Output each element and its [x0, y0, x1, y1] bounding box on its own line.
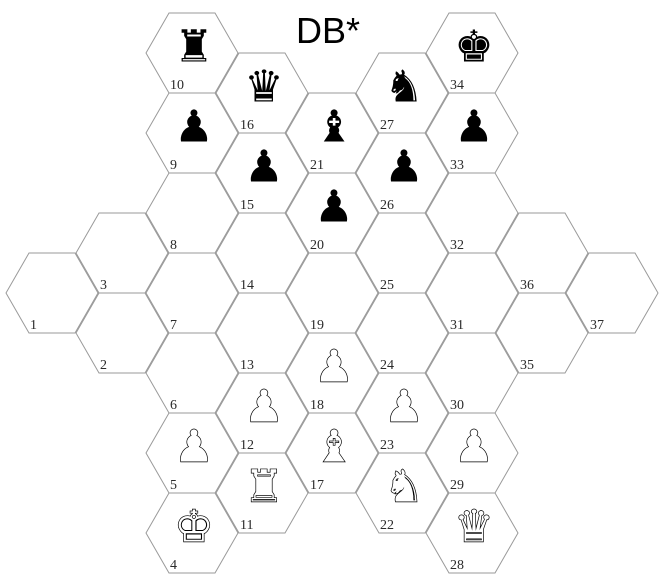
- white-pawn-icon[interactable]: ♟: [314, 342, 353, 393]
- white-pawn-icon[interactable]: ♟: [174, 422, 213, 473]
- cell-number-label: 24: [380, 358, 394, 373]
- cell-number-label: 6: [170, 398, 177, 413]
- white-pawn-icon[interactable]: ♟: [244, 382, 283, 433]
- cell-number-label: 26: [380, 198, 394, 213]
- cell-number-label: 28: [450, 558, 464, 573]
- white-knight-icon[interactable]: ♞: [384, 462, 423, 513]
- cell-number-label: 13: [240, 358, 254, 373]
- black-rook-icon[interactable]: ♜: [174, 22, 213, 73]
- white-king-icon[interactable]: ♚: [174, 502, 213, 553]
- cell-number-label: 2: [100, 358, 107, 373]
- cell-number-label: 27: [380, 118, 394, 133]
- cell-number-label: 14: [240, 278, 254, 293]
- cell-number-label: 25: [380, 278, 394, 293]
- black-pawn-icon[interactable]: ♟: [244, 142, 283, 193]
- cell-number-label: 18: [310, 398, 324, 413]
- cell-number-label: 4: [170, 558, 177, 573]
- white-pawn-icon[interactable]: ♟: [454, 422, 493, 473]
- cell-number-label: 33: [450, 158, 464, 173]
- cell-number-label: 21: [310, 158, 324, 173]
- cell-number-label: 3: [100, 278, 107, 293]
- cell-number-label: 12: [240, 438, 254, 453]
- black-pawn-icon[interactable]: ♟: [174, 102, 213, 153]
- cell-number-label: 30: [450, 398, 464, 413]
- cell-number-label: 20: [310, 238, 324, 253]
- cell-number-label: 34: [450, 78, 464, 93]
- cell-number-label: 11: [240, 518, 253, 533]
- white-bishop-icon[interactable]: ♝: [314, 422, 353, 473]
- cell-number-label: 22: [380, 518, 394, 533]
- cell-number-label: 35: [520, 358, 534, 373]
- cell-number-label: 1: [30, 318, 37, 333]
- cell-number-label: 9: [170, 158, 177, 173]
- black-pawn-icon[interactable]: ♟: [314, 182, 353, 233]
- cell-number-label: 31: [450, 318, 464, 333]
- white-rook-icon[interactable]: ♜: [244, 462, 283, 513]
- black-knight-icon[interactable]: ♞: [384, 62, 423, 113]
- black-king-icon[interactable]: ♚: [454, 22, 493, 73]
- cell-number-label: 15: [240, 198, 254, 213]
- cell-number-label: 23: [380, 438, 394, 453]
- cell-number-label: 32: [450, 238, 464, 253]
- cell-number-label: 17: [310, 478, 324, 493]
- cell-number-label: 5: [170, 478, 177, 493]
- black-pawn-icon[interactable]: ♟: [454, 102, 493, 153]
- black-bishop-icon[interactable]: ♝: [314, 102, 353, 153]
- cell-number-label: 36: [520, 278, 534, 293]
- cell-number-label: 37: [590, 318, 604, 333]
- white-pawn-icon[interactable]: ♟: [384, 382, 423, 433]
- cell-number-label: 29: [450, 478, 464, 493]
- black-pawn-icon[interactable]: ♟: [384, 142, 423, 193]
- white-queen-icon[interactable]: ♛: [454, 502, 493, 553]
- cell-number-label: 19: [310, 318, 324, 333]
- black-queen-icon[interactable]: ♛: [244, 62, 283, 113]
- cell-number-label: 8: [170, 238, 177, 253]
- cell-number-label: 10: [170, 78, 184, 93]
- cell-number-label: 16: [240, 118, 254, 133]
- cell-number-label: 7: [170, 318, 177, 333]
